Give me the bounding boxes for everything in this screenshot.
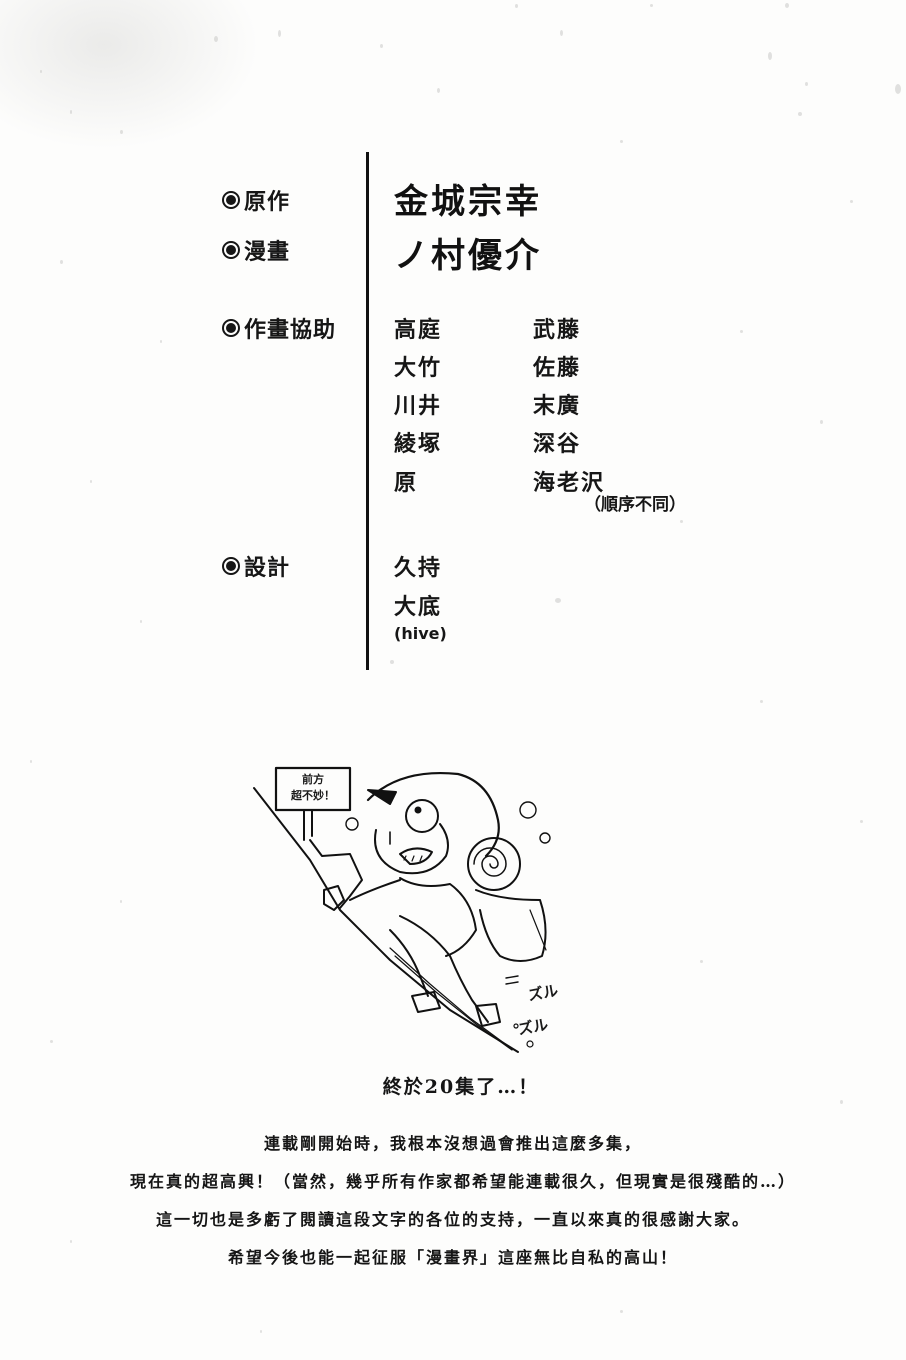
afterword-line: 現在真的超高興！（當然，幾乎所有作家都希望能連載很久，但現實是很殘酷的…） (129, 1172, 796, 1191)
assistant-name: 原 (394, 471, 419, 496)
role-label: 作畫協助 (244, 318, 337, 343)
order-note: （順序不同） (584, 495, 686, 515)
assistant-name: 川井 (394, 394, 443, 419)
assistant-name: 深谷 (533, 432, 582, 457)
role-manga: 漫畫 (222, 234, 290, 266)
role-original-work: 原作 (222, 184, 290, 216)
afterword-line: 這一切也是多虧了閱讀這段文字的各位的支持，一直以來真的很感謝大家。 (155, 1210, 750, 1229)
original-author-name: 金城宗幸 (394, 182, 542, 222)
assistant-name: 海老沢 (533, 471, 606, 496)
sign-text-line1: 前方 (302, 773, 324, 786)
paper-stain (0, 0, 260, 150)
assistant-name: 末廣 (533, 394, 582, 419)
credits-divider (366, 152, 369, 670)
bullet-icon (222, 319, 240, 337)
assistant-name: 佐藤 (533, 356, 582, 381)
assistant-name: 高庭 (394, 318, 443, 343)
role-assistants: 作畫協助 (222, 312, 336, 344)
afterword-line: 連載剛開始時，我根本沒想過會推出這麼多集， (263, 1134, 642, 1153)
designer-name: 久持 (394, 556, 443, 581)
assistant-name: 綾塚 (394, 432, 443, 457)
manga-artist-name: ノ村優介 (394, 236, 542, 276)
sign-text-line2: 超不妙！ (291, 789, 335, 802)
designer-name: 大底 (394, 595, 443, 620)
climber-illustration: 前方 超不妙！ ズル ズル (250, 760, 560, 1060)
bullet-icon (222, 191, 240, 209)
design-studio: (hive) (394, 624, 447, 643)
assistant-name: 武藤 (533, 318, 582, 343)
assistant-name: 大竹 (394, 356, 443, 381)
role-label: 設計 (244, 556, 291, 581)
afterword-line: 希望今後也能一起征服「漫畫界」這座無比自私的高山！ (227, 1248, 678, 1267)
bullet-icon (222, 557, 240, 575)
afterword-title: 終於20集了…！ (382, 1076, 540, 1098)
role-design: 設計 (222, 550, 290, 582)
warning-sign: 前方 超不妙！ (276, 772, 350, 804)
role-label: 原作 (244, 190, 291, 215)
role-label: 漫畫 (244, 240, 291, 265)
bullet-icon (222, 241, 240, 259)
